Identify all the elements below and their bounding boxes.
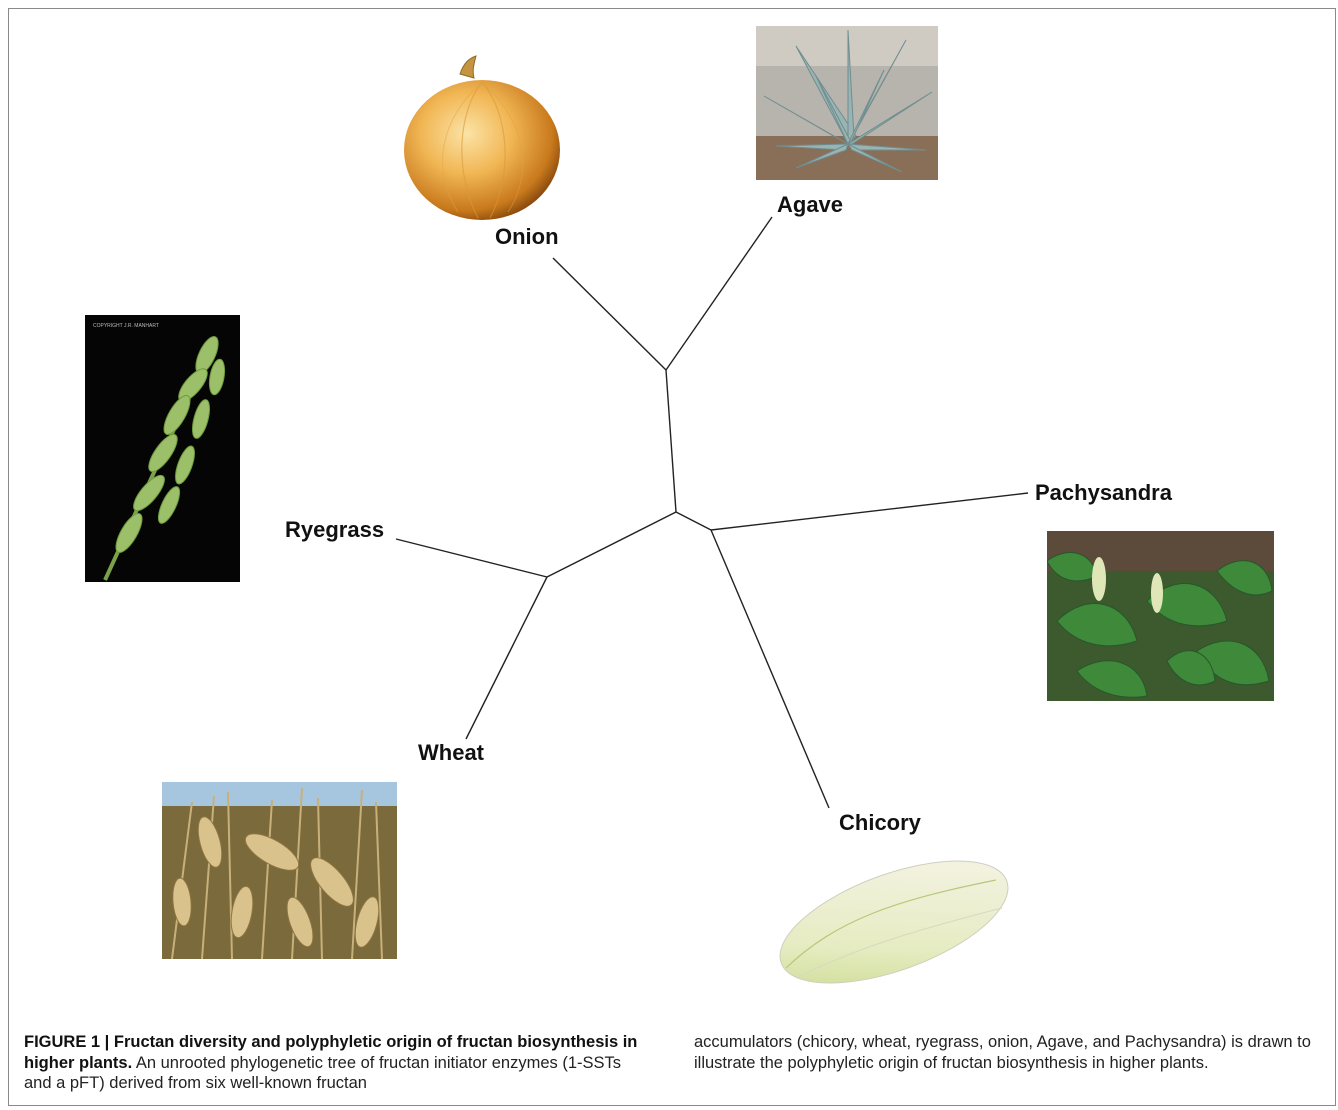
wheat-photo xyxy=(162,782,397,959)
leaf-label-agave: Agave xyxy=(777,192,843,218)
caption-left-column: FIGURE 1 | Fructan diversity and polyphy… xyxy=(24,1032,644,1094)
chicory-photo xyxy=(776,850,1014,990)
onion-photo xyxy=(398,52,566,222)
leaf-label-ryegrass: Ryegrass xyxy=(285,517,384,543)
branch-pachysandra xyxy=(711,493,1028,530)
ryegrass-photo: COPYRIGHT J.R. MANHART xyxy=(85,315,240,582)
branch-ryegrass xyxy=(396,539,547,577)
agave-photo xyxy=(756,26,938,180)
branch-internal-right xyxy=(676,512,711,530)
caption-body-right: accumulators (chicory, wheat, ryegrass, … xyxy=(694,1033,1311,1072)
branch-internal-upper xyxy=(666,370,676,512)
copyright-text: COPYRIGHT J.R. MANHART xyxy=(93,323,159,329)
branch-internal-left xyxy=(547,512,676,577)
leaf-label-pachysandra: Pachysandra xyxy=(1035,480,1172,506)
leaf-label-wheat: Wheat xyxy=(418,740,484,766)
caption-right-column: accumulators (chicory, wheat, ryegrass, … xyxy=(694,1032,1314,1073)
pachysandra-photo xyxy=(1047,531,1274,701)
leaf-label-onion: Onion xyxy=(495,224,559,250)
branch-wheat xyxy=(466,577,547,739)
branch-chicory xyxy=(711,530,829,808)
leaf-label-chicory: Chicory xyxy=(839,810,921,836)
branch-onion xyxy=(553,258,666,370)
branch-agave xyxy=(666,217,772,370)
